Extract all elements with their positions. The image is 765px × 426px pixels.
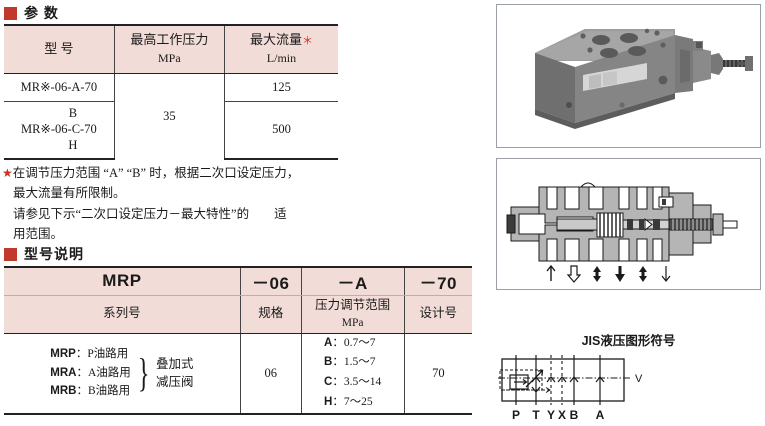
product-photo-panel bbox=[496, 4, 761, 148]
list-item: MRP：P油路用 bbox=[50, 348, 129, 361]
model-variant-b: B bbox=[68, 106, 78, 121]
header-cell-max-pressure: 最高工作压力 MPa bbox=[113, 24, 225, 74]
section-heading-parameters-label: 参 数 bbox=[24, 5, 59, 21]
section-marker-icon bbox=[4, 6, 17, 20]
jis-port-label-b: B bbox=[570, 408, 579, 422]
jis-symbol-title: JIS液压图形符号 bbox=[581, 334, 676, 348]
flow-arrow-group bbox=[546, 264, 671, 283]
sectional-view-panel bbox=[496, 158, 761, 290]
table-row: MR※-06-A-70 35 125 bbox=[4, 73, 338, 159]
list-item: A：0.7～7 bbox=[324, 336, 376, 349]
desc-cell-design: 设计号 bbox=[403, 295, 472, 334]
footnote-line-2: 最大流量有所限制。 bbox=[13, 186, 126, 201]
body-cell-pressure-ranges: A：0.7～7 B：1.5～7 C：3.5～14 H：7～25 bbox=[300, 333, 405, 415]
code-cell-size: －06 bbox=[239, 266, 302, 296]
jis-port-label-x: X bbox=[558, 408, 566, 422]
code-cell-pressure: －A bbox=[300, 266, 405, 296]
pressure-range-list: A：0.7～7 B：1.5～7 C：3.5～14 H：7～25 bbox=[324, 334, 381, 413]
cell-model-a70: MR※-06-A-70 bbox=[4, 73, 115, 102]
model-body-row: MRP：P油路用 MRA：A油路用 MRB：B油路用 } 叠加式 减压阀 06 bbox=[4, 333, 472, 415]
model-variant-main: MR※-06-C-70 bbox=[20, 121, 97, 136]
jis-port-label-t: T bbox=[532, 408, 540, 422]
model-desc-row: 系列号 规格 压力调节范围 MPa 设计号 bbox=[4, 295, 472, 334]
parameter-footnote: ★在调节压力范围 “A” “B” 时，根据二次口设定压力， 最大流量有所限制。 … bbox=[2, 163, 342, 244]
jis-port-label-a: A bbox=[596, 408, 605, 422]
table-row: B MR※-06-C-70 H 500 bbox=[4, 101, 338, 160]
flow-footnote-star-icon: ＊ bbox=[301, 35, 313, 48]
jis-symbol-diagram: V P T Y X B A bbox=[496, 353, 761, 426]
product-photo-image bbox=[497, 5, 760, 147]
model-code-row: MRP －06 －A －70 bbox=[4, 266, 472, 296]
table-header-row: 型 号 最高工作压力 MPa 最大流量＊ L/min bbox=[4, 24, 338, 74]
desc-cell-series: 系列号 bbox=[4, 295, 241, 334]
section-heading-model-designation-label: 型号说明 bbox=[24, 246, 84, 262]
desc-cell-pressure: 压力调节范围 MPa bbox=[300, 295, 405, 334]
list-item: B：1.5～7 bbox=[324, 356, 376, 369]
list-item: H：7～25 bbox=[324, 395, 373, 408]
list-item: MRA：A油路用 bbox=[50, 366, 131, 379]
cell-flow-125: 125 bbox=[223, 73, 338, 102]
section-heading-model-designation: 型号说明 bbox=[4, 244, 84, 264]
cell-flow-500: 500 bbox=[223, 101, 338, 160]
model-designation-table: MRP －06 －A －70 系列号 规格 压力调节范围 MPa 设计号 bbox=[4, 266, 472, 415]
cell-max-pressure-value: 35 bbox=[113, 73, 225, 159]
code-cell-series: MRP bbox=[4, 266, 241, 296]
jis-symbol-block: JIS液压图形符号 bbox=[496, 330, 761, 426]
section-marker-icon bbox=[4, 247, 17, 261]
desc-cell-size: 规格 bbox=[239, 295, 302, 334]
list-item: MRB：B油路用 bbox=[50, 385, 131, 398]
series-code-list: MRP：P油路用 MRA：A油路用 MRB：B油路用 bbox=[50, 345, 131, 401]
list-item: C：3.5～14 bbox=[324, 376, 382, 389]
jis-port-label-y: Y bbox=[547, 408, 555, 422]
jis-port-label-v: V bbox=[635, 373, 643, 385]
footnote-star-icon: ★ bbox=[2, 166, 13, 180]
series-note: 叠加式 减压阀 bbox=[156, 356, 194, 390]
code-cell-design: －70 bbox=[403, 266, 472, 296]
body-cell-size-value: 06 bbox=[239, 333, 302, 415]
jis-port-label-p: P bbox=[512, 408, 520, 422]
footnote-line-4: 用范围。 bbox=[13, 226, 64, 241]
header-cell-model: 型 号 bbox=[4, 24, 115, 74]
sectional-view-drawing bbox=[497, 159, 760, 289]
body-cell-series-list: MRP：P油路用 MRA：A油路用 MRB：B油路用 } 叠加式 减压阀 bbox=[4, 333, 241, 415]
brace-icon: } bbox=[137, 349, 150, 395]
footnote-line-3: 请参见下示“二次口设定压力－最大特性”的 适 bbox=[13, 206, 287, 221]
model-variant-h: H bbox=[68, 137, 78, 152]
body-cell-design-value: 70 bbox=[403, 333, 472, 415]
section-heading-parameters: 参 数 bbox=[4, 3, 59, 23]
cell-model-c70-group: B MR※-06-C-70 H bbox=[4, 101, 115, 160]
parameter-table: 型 号 最高工作压力 MPa 最大流量＊ L/min MR※-06-A-70 bbox=[4, 24, 338, 160]
header-cell-max-flow: 最大流量＊ L/min bbox=[223, 24, 338, 74]
footnote-line-1: 在调节压力范围 “A” “B” 时，根据二次口设定压力， bbox=[12, 166, 300, 180]
